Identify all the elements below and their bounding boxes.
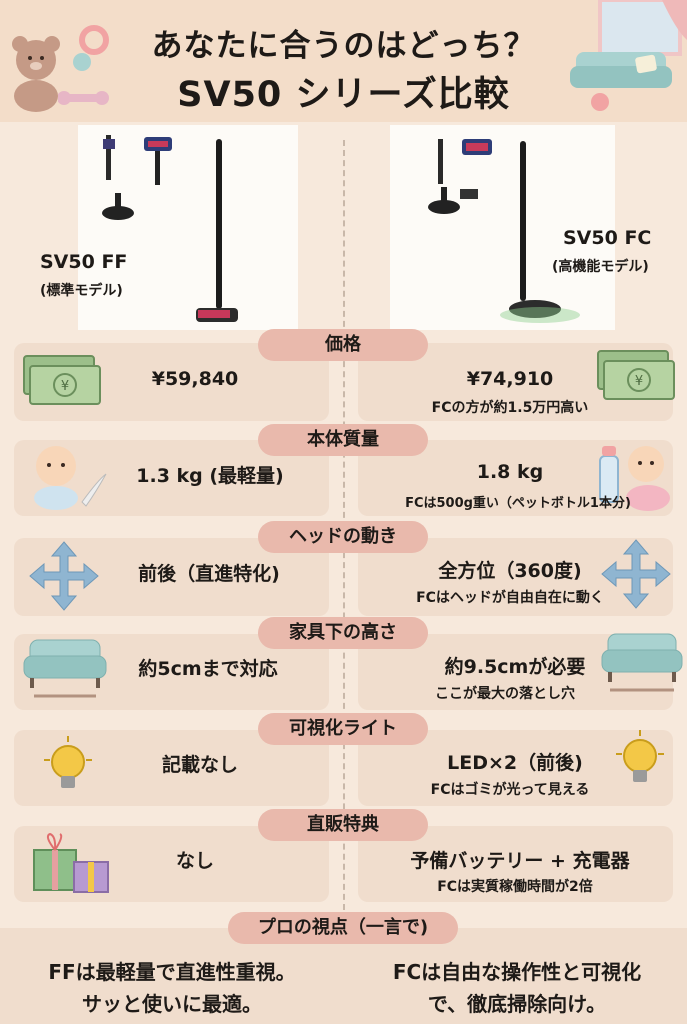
teddy-bear-icon (12, 36, 60, 112)
section-label-price: 価格 (258, 329, 428, 361)
header: あなたに合うのはどっち？ SV50 シリーズ比較 (0, 0, 687, 122)
ff-model-name: SV50 FF (40, 251, 128, 273)
baby-icon (34, 446, 107, 510)
section-label-head: ヘッドの動き (258, 521, 428, 553)
pro-fc-line-2: で、徹底掃除向け。 (427, 992, 607, 1016)
ff-head-value: 前後（直進特化) (138, 563, 280, 585)
pro-ff-line-2: サッと使いに最適。 (82, 992, 262, 1016)
section-label-bonus: 直販特典 (258, 809, 428, 841)
ff-product-image (78, 125, 298, 330)
fc-price-value: ¥74,910 (466, 368, 554, 390)
fc-head-value: 全方位（360度) (438, 560, 582, 582)
ff-model-sub: (標準モデル) (40, 283, 123, 299)
money-icon: ¥ (23, 355, 101, 405)
baby-toy-icon (58, 25, 109, 105)
fc-product-image (390, 125, 615, 330)
fc-model-sub: (高機能モデル) (552, 259, 649, 275)
sofa-icon (570, 0, 687, 111)
fc-bonus-value: 予備バッテリー + 充電器 (410, 850, 630, 872)
sofa-icon (601, 633, 683, 692)
money-icon: ¥ (597, 350, 675, 400)
fc-model-name: SV50 FC (563, 227, 652, 249)
fc-price-note: FCの方が約1.5万円高い (431, 400, 589, 416)
ff-price-value: ¥59,840 (151, 368, 239, 390)
svg-text:¥: ¥ (635, 374, 643, 389)
four-way-arrow-icon (29, 541, 99, 611)
vacuum-icon (102, 135, 238, 322)
fc-bonus-note: FCは実質稼働時間が2倍 (437, 879, 593, 895)
pro-ff-line-1: FFは最軽量で直進性重視。 (48, 960, 296, 984)
fc-head-note: FCはヘッドが自由自在に動く (416, 590, 604, 606)
ff-bonus-value: なし (175, 850, 214, 872)
svg-text:¥: ¥ (61, 379, 69, 394)
gift-icon (33, 832, 109, 893)
fc-height-value: 約9.5cmが必要 (444, 656, 586, 678)
pro-fc-line-1: FCは自由な操作性と可視化 (392, 960, 642, 984)
ff-height-value: 約5cmまで対応 (138, 658, 278, 680)
section-label-height: 家具下の高さ (258, 617, 428, 649)
fc-light-value: LED×2（前後) (447, 752, 583, 774)
pro-view-panel (0, 928, 687, 1024)
baby-bottle-icon (599, 446, 670, 511)
section-label-pro: プロの視点（一言で) (228, 912, 458, 944)
page-title: SV50 シリーズ比較 (177, 75, 510, 115)
title-line-1: あなたに合うのはどっち？ (151, 28, 536, 64)
ff-weight-value: 1.3 kg (最軽量) (136, 465, 284, 487)
section-label-light: 可視化ライト (258, 713, 428, 745)
fc-weight-value: 1.8 kg (476, 461, 544, 483)
ff-light-value: 記載なし (161, 754, 238, 776)
fc-height-note: ここが最大の落とし穴 (435, 686, 575, 702)
vacuum-icon (428, 139, 580, 323)
lightbulb-icon (616, 730, 664, 782)
lightbulb-icon (44, 736, 92, 788)
section-label-weight: 本体質量 (258, 424, 428, 456)
sofa-icon (23, 639, 107, 698)
fc-weight-note: FCは500g重い（ペットボトル1本分) (405, 496, 631, 511)
four-way-arrow-icon (601, 539, 671, 609)
fc-light-note: FCはゴミが光って見える (430, 782, 590, 798)
feather-icon (81, 473, 107, 507)
